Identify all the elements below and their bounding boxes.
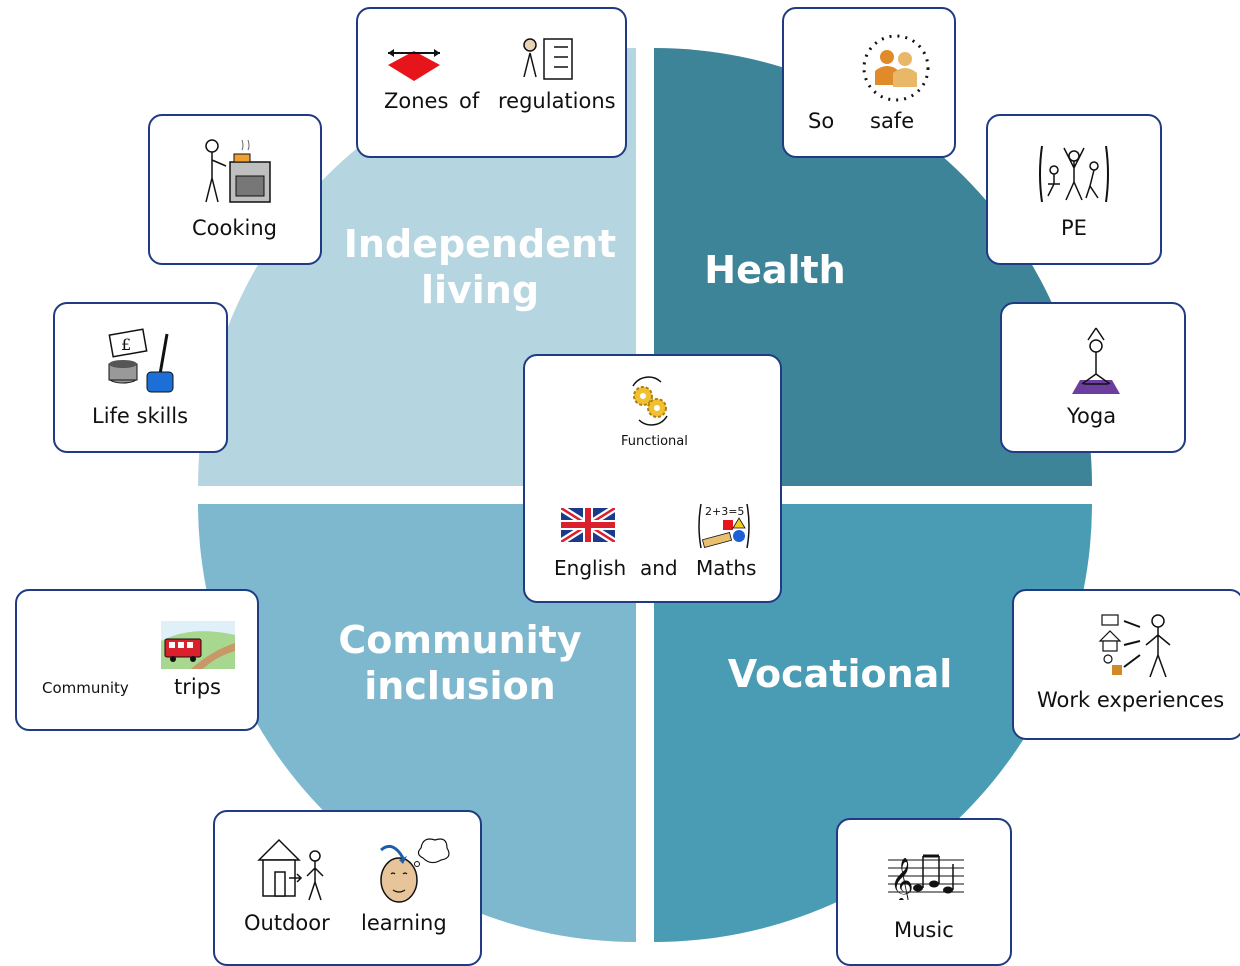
community-word: Community [42,679,129,697]
maths-word: Maths [696,556,757,580]
pe-label: PE [1061,216,1087,240]
checklist-icon [523,38,573,80]
card-work-experiences: Work experiences [1012,589,1240,740]
zone-diamond-icon [388,49,440,81]
uk-flag-icon [561,508,615,542]
pe-exercise-icon [1039,145,1109,203]
independent-living-label: Independent living [343,222,617,312]
so-word: So [808,109,835,133]
safe-word: safe [870,109,915,133]
vocational-label: Vocational [727,652,953,696]
cooking-icon [205,139,271,203]
card-music: 𝄞 Music [836,818,1012,966]
work-icon [1098,614,1171,678]
community-inclusion-label: Community inclusion [338,618,582,708]
card-so-safe: So safe [782,7,956,158]
card-life-skills: £ Life skills [53,302,228,453]
card-outdoor-learning: Outdoor learning [213,810,482,966]
health-label: Health [704,248,846,292]
zones-word: Zones [384,89,449,113]
bus-icon [161,621,235,669]
cooking-label: Cooking [192,216,277,240]
yoga-icon [1072,327,1120,394]
card-functional-english-maths: Functional 2+3=5 English and Maths [523,354,782,603]
and-word: and [640,556,678,580]
yoga-label: Yoga [1067,404,1117,428]
svg-text:£: £ [121,335,131,354]
card-community-trips: Community trips [15,589,259,731]
card-zones-of-regulations: Zones of regulations [356,7,627,158]
money-pot-vacuum-icon: £ [108,328,174,393]
work-experiences-label: Work experiences [1037,688,1225,712]
of-word: of [459,89,480,113]
maths-icon: 2+3=5 [698,503,750,549]
music-label: Music [894,918,954,942]
quadrant-vocational [654,504,1092,942]
quadrant-community-inclusion [198,504,636,942]
outdoor-word: Outdoor [244,911,330,935]
functional-word: Functional [621,434,688,449]
english-word: English [554,556,627,580]
trips-word: trips [174,675,221,699]
music-notes-icon: 𝄞 [888,854,964,900]
learning-word: learning [361,911,447,935]
safe-people-icon [862,34,930,102]
regulations-word: regulations [498,89,616,113]
card-yoga: Yoga [1000,302,1186,453]
card-pe: PE [986,114,1162,265]
gears-icon [632,376,668,426]
house-person-icon [257,838,324,901]
thinking-head-icon [380,838,450,903]
svg-text:2+3=5: 2+3=5 [705,505,744,518]
svg-text:𝄞: 𝄞 [890,858,914,900]
life-skills-label: Life skills [92,404,189,428]
card-cooking: Cooking [148,114,322,265]
